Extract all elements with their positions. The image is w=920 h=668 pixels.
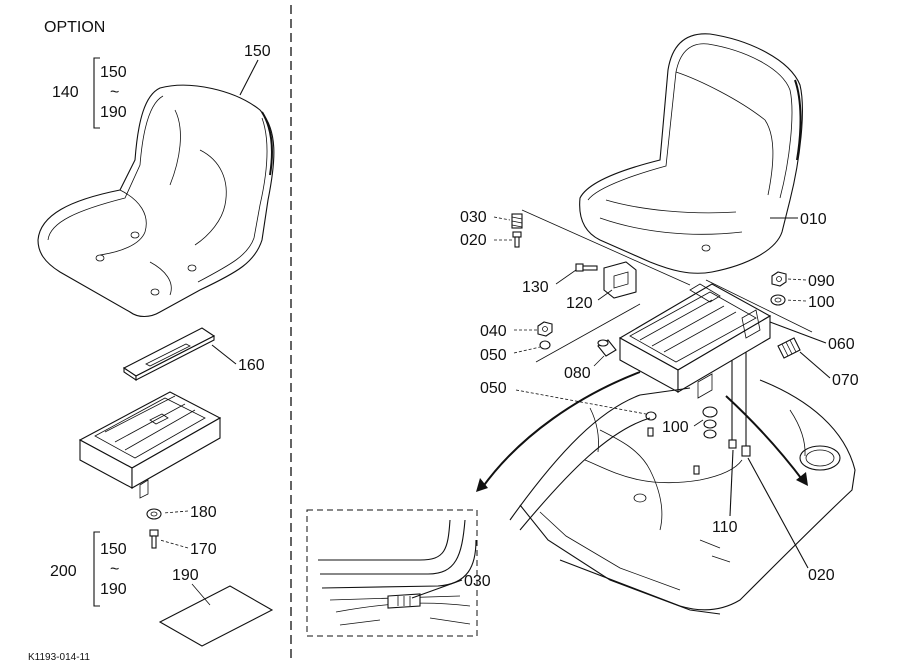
- callout-150: 150: [244, 43, 271, 60]
- callout-140: 140: [52, 84, 79, 101]
- leader-050-lower: [515, 389, 647, 415]
- callout-100-lower: 100: [662, 419, 689, 436]
- pin-080: [597, 339, 617, 357]
- washer-050: [539, 340, 551, 350]
- leader-110: [729, 449, 734, 517]
- washer-100: [770, 294, 786, 306]
- callout-170: 170: [190, 541, 217, 558]
- callout-150-range-start: 150: [100, 64, 127, 81]
- detail-inset: [306, 509, 478, 637]
- guide-line-a: [521, 209, 691, 286]
- leader-020-lower: [747, 457, 809, 569]
- bracket-120: [603, 261, 637, 299]
- bolt-020: [512, 231, 522, 248]
- callout-110: 110: [712, 519, 738, 536]
- nut-040: [537, 321, 553, 337]
- leader-190: [191, 583, 211, 606]
- range-tilde: ~: [110, 84, 119, 101]
- guide-line-b: [705, 279, 813, 333]
- callout-030-detail: 030: [464, 573, 491, 590]
- callout-020: 020: [460, 232, 487, 249]
- callout-200: 200: [50, 563, 77, 580]
- callout-160: 160: [238, 357, 265, 374]
- callout-030: 030: [460, 209, 487, 226]
- washer-100-lower: [702, 406, 718, 439]
- leader-150: [239, 59, 259, 96]
- leader-060: [769, 321, 827, 344]
- seat-suspension-unit: [618, 283, 772, 399]
- callout-190-range-end-2: 190: [100, 581, 127, 598]
- assembly-arrow-left: [481, 371, 641, 489]
- option-suspension-base: [78, 391, 222, 499]
- bolt-020-lower: [741, 352, 751, 457]
- callout-070: 070: [832, 372, 859, 389]
- callout-180: 180: [190, 504, 217, 521]
- spring-030: [511, 213, 523, 229]
- callout-190-range-end: 190: [100, 104, 127, 121]
- seat-010: [579, 33, 803, 274]
- callout-090: 090: [808, 273, 835, 290]
- callout-080: 080: [564, 365, 591, 382]
- decal-sheet-190: [158, 585, 274, 647]
- callout-150-range-start-2: 150: [100, 541, 127, 558]
- leader-180: [163, 510, 189, 514]
- leader-170: [159, 539, 189, 549]
- callout-100: 100: [808, 294, 835, 311]
- seat-mounting-pan: [509, 379, 856, 615]
- callout-040: 040: [480, 323, 507, 340]
- spring-070: [777, 337, 801, 359]
- callout-050: 050: [480, 347, 507, 364]
- callout-190: 190: [172, 567, 199, 584]
- guide-line-c: [535, 303, 641, 363]
- callout-020-lower: 020: [808, 567, 835, 584]
- option-seat-cushion: [37, 84, 275, 318]
- bolt-170: [149, 529, 159, 549]
- callout-060: 060: [828, 336, 855, 353]
- leader-160: [211, 344, 237, 365]
- range-tilde-2: ~: [110, 561, 119, 578]
- leader-030-detail: [411, 579, 463, 599]
- callout-010: 010: [800, 211, 827, 228]
- slide-rail-plate: [122, 327, 216, 382]
- bracket-200: [93, 531, 100, 607]
- nut-090: [771, 271, 787, 287]
- option-heading: OPTION: [44, 19, 105, 36]
- assembly-arrow-right: [725, 395, 805, 483]
- callout-120: 120: [566, 295, 593, 312]
- washer-180: [146, 508, 162, 520]
- bolt-130: [575, 263, 598, 272]
- callout-130: 130: [522, 279, 549, 296]
- diagram-code: K1193-014-11: [28, 652, 90, 663]
- leader-070: [799, 351, 831, 379]
- callout-050-lower: 050: [480, 380, 507, 397]
- bracket-140: [93, 57, 100, 129]
